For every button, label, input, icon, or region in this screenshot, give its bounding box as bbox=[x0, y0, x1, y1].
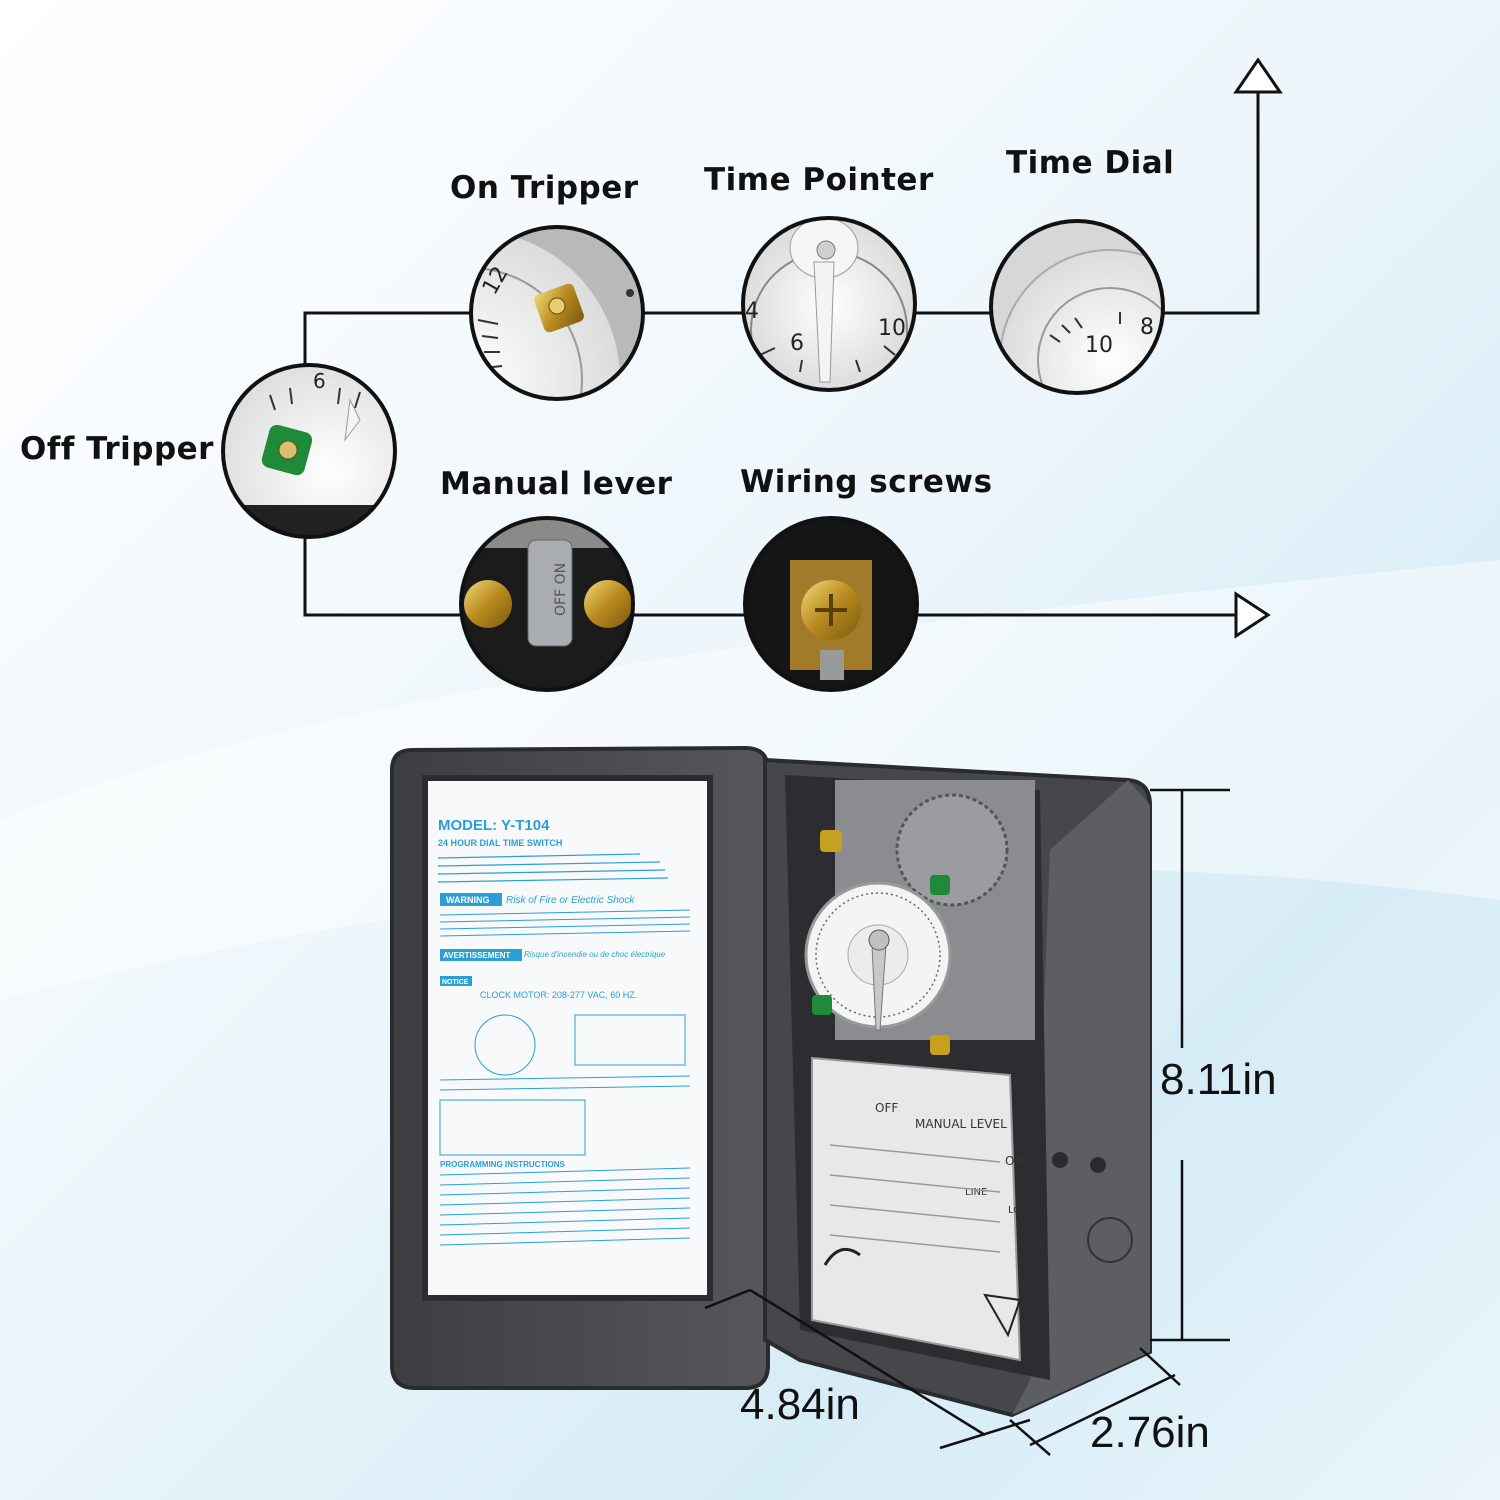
width-dimension: 4.84in bbox=[740, 1380, 860, 1429]
height-dimension: 8.11in bbox=[1160, 1055, 1277, 1104]
panel-programming: PROGRAMMING INSTRUCTIONS bbox=[440, 1160, 566, 1169]
svg-text:6: 6 bbox=[313, 369, 326, 393]
mech-line-label: LINE bbox=[965, 1187, 987, 1198]
panel-clock-motor: CLOCK MOTOR: 208-277 VAC, 60 HZ. bbox=[480, 990, 637, 1000]
panel-model: MODEL: Y-T104 bbox=[438, 817, 550, 834]
arrow-right-icon bbox=[1234, 591, 1271, 639]
depth-dimension: 2.76in bbox=[1090, 1408, 1210, 1457]
svg-text:10: 10 bbox=[878, 316, 906, 341]
svg-text:8: 8 bbox=[1140, 315, 1154, 340]
wiring-screws-photo bbox=[743, 516, 919, 692]
connector-lines bbox=[303, 92, 1260, 617]
off-tripper-label: Off Tripper bbox=[20, 431, 214, 467]
panel-warning-text: Risk of Fire or Electric Shock bbox=[506, 895, 635, 906]
on-tripper-photo: 12 bbox=[469, 225, 645, 401]
arrow-up-icon bbox=[1233, 57, 1283, 94]
time-pointer-photo: 4 6 10 bbox=[741, 216, 917, 392]
wiring-screws-label: Wiring screws bbox=[740, 464, 993, 500]
dimension-lines bbox=[704, 788, 1230, 1456]
time-pointer-label: Time Pointer bbox=[704, 162, 934, 198]
mech-on-label: ON bbox=[1005, 1154, 1023, 1168]
timer-enclosure: OFF MANUAL LEVEL ON LINE LOAD MODEL: Y-T… bbox=[390, 745, 1152, 1418]
on-tripper-label: On Tripper bbox=[450, 170, 639, 206]
mech-manual-level-label: MANUAL LEVEL bbox=[915, 1117, 1007, 1131]
time-dial-label: Time Dial bbox=[1006, 145, 1175, 181]
on-tripper-mark bbox=[820, 830, 842, 852]
panel-notice: NOTICE bbox=[442, 979, 469, 986]
svg-text:6: 6 bbox=[790, 331, 804, 356]
panel-warning: WARNING bbox=[446, 895, 490, 905]
svg-text:10: 10 bbox=[1085, 333, 1113, 358]
mech-load-label: LOAD bbox=[1008, 1205, 1036, 1216]
manual-lever-label: Manual lever bbox=[440, 466, 673, 502]
panel-avertissement-text: Risque d'incendie ou de choc électrique bbox=[524, 950, 666, 959]
mech-off-label: OFF bbox=[875, 1101, 898, 1115]
panel-subtitle: 24 HOUR DIAL TIME SWITCH bbox=[438, 838, 562, 848]
svg-text:OFF ON: OFF ON bbox=[553, 563, 569, 616]
manual-lever-photo: OFF ON bbox=[459, 516, 635, 692]
panel-avertissement: AVERTISSEMENT bbox=[443, 951, 511, 960]
svg-text:4: 4 bbox=[745, 299, 759, 324]
